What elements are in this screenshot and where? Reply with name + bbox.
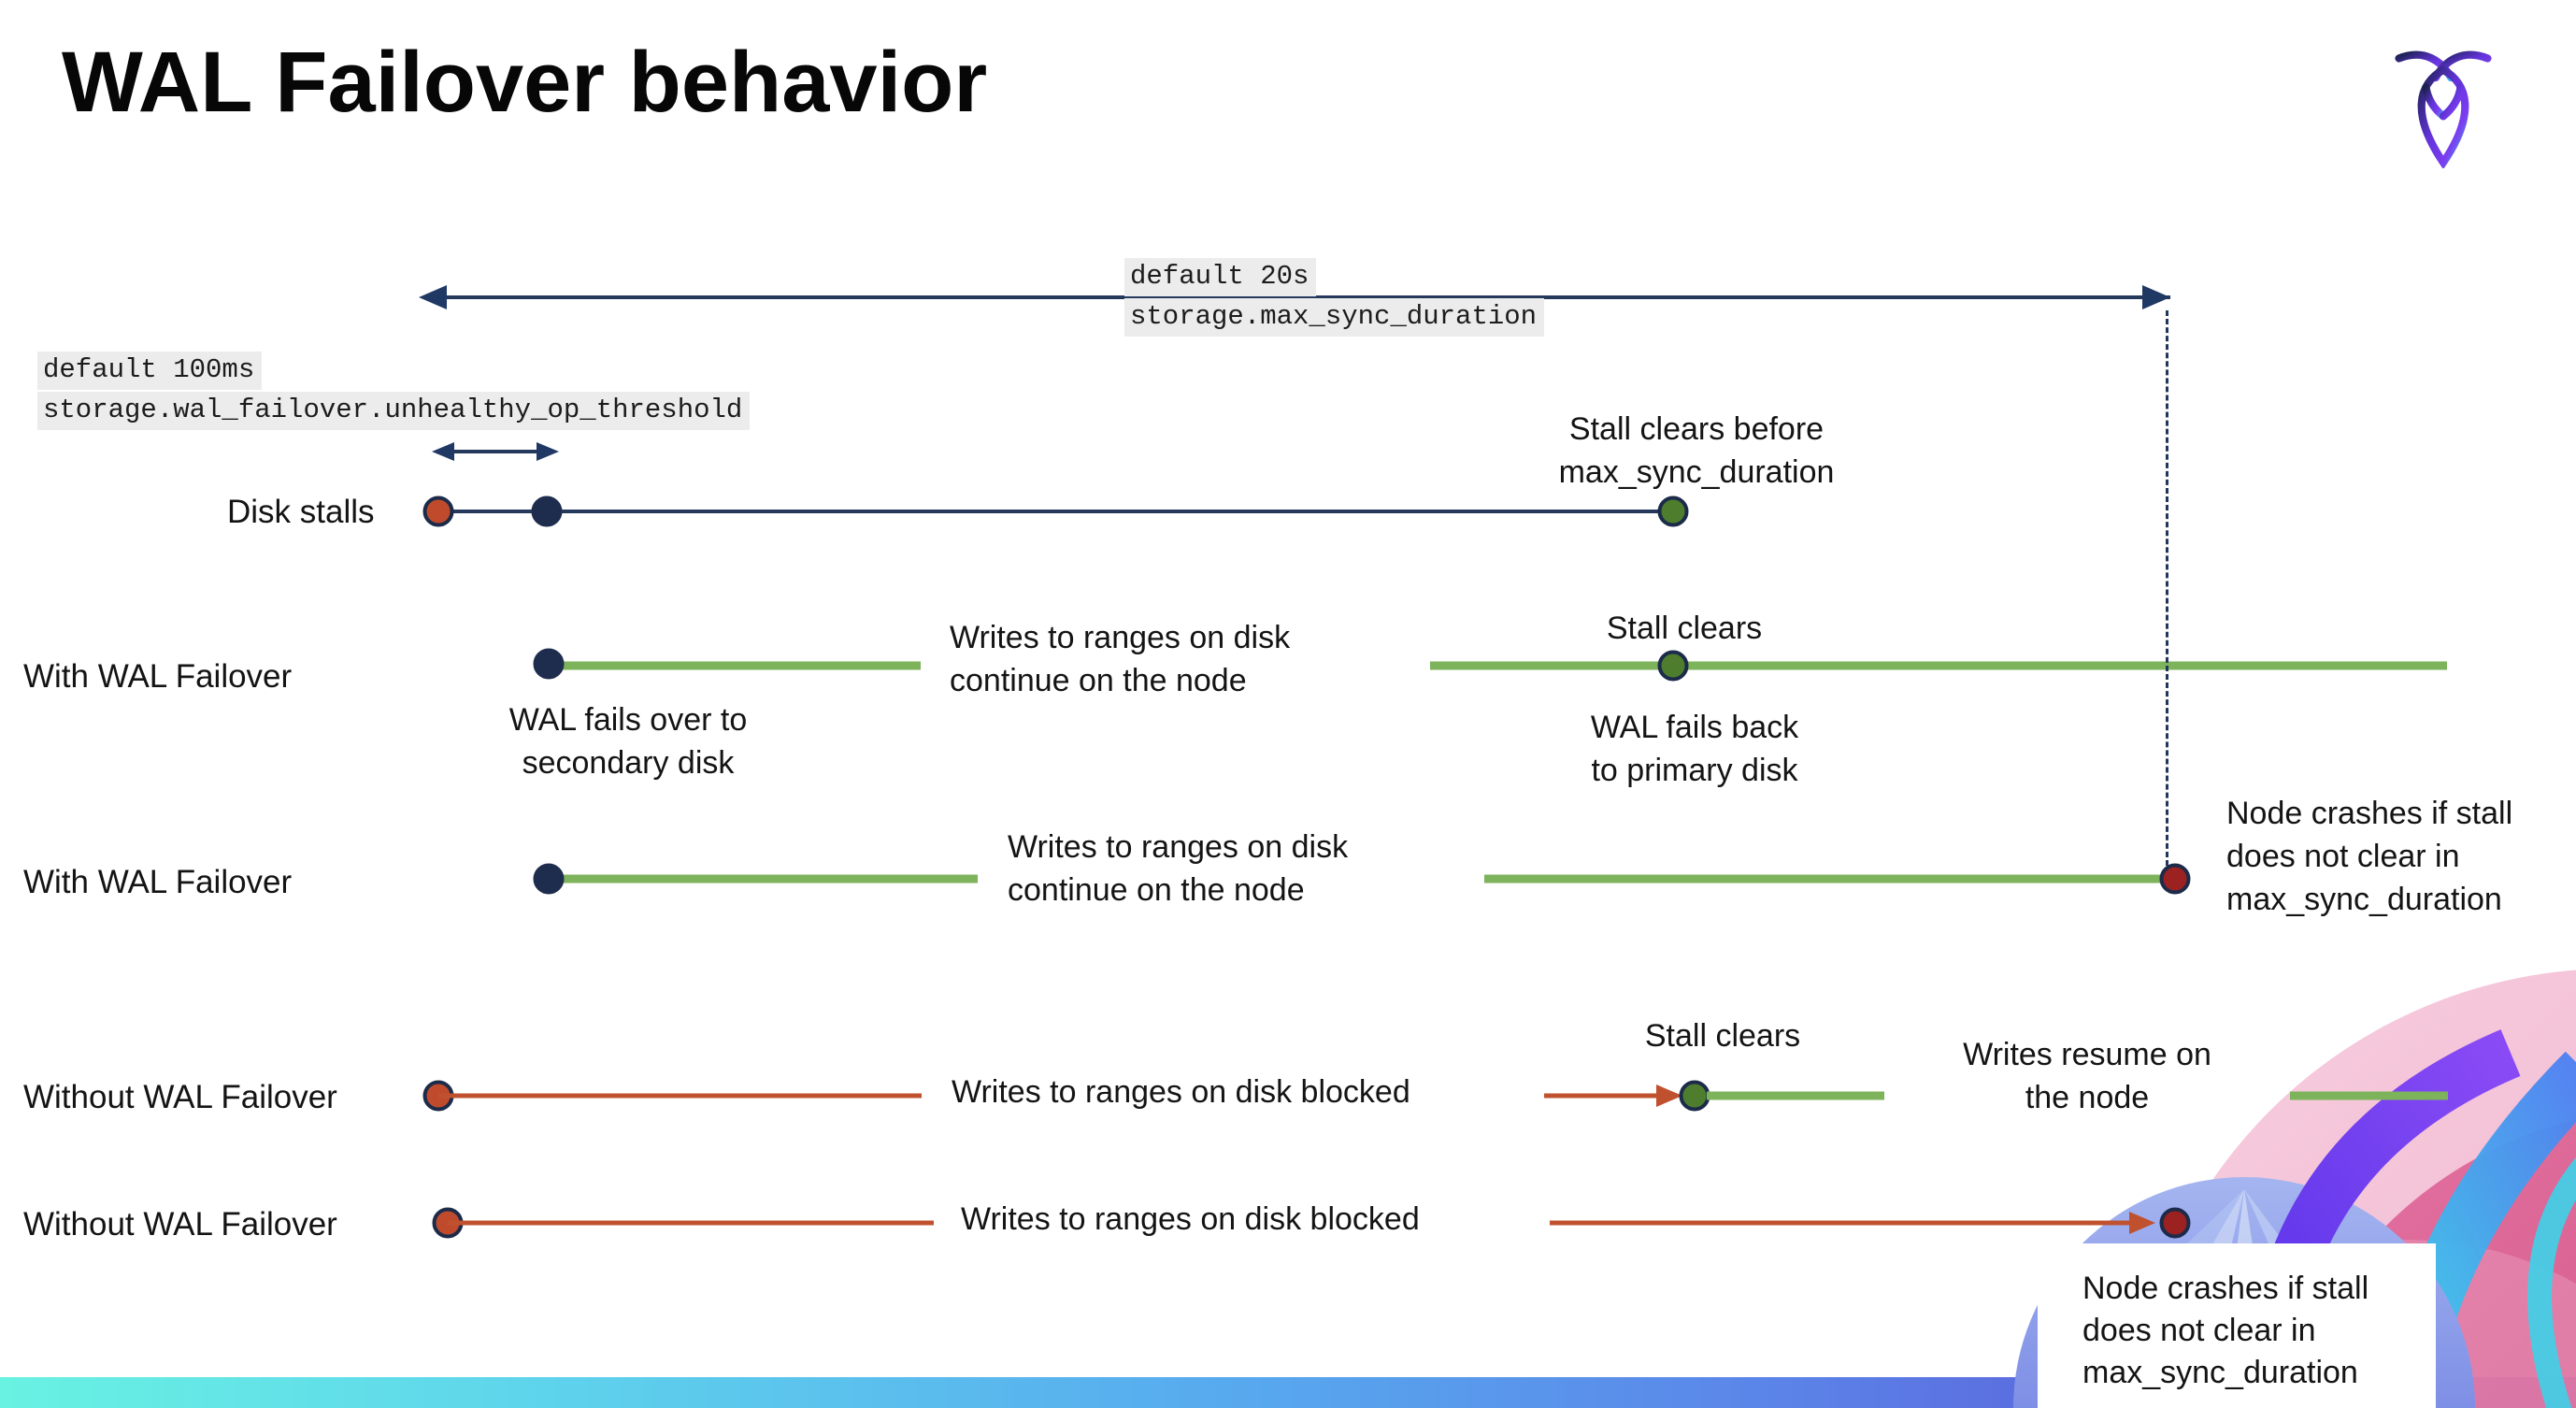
- writes-blocked-note-1: Writes to ranges on disk blocked: [952, 1074, 1410, 1110]
- failover-note: WAL fails over to secondary disk: [508, 702, 748, 781]
- resumed-writes-line-3b: [2290, 1091, 2448, 1100]
- failover-dot: [533, 648, 565, 680]
- storage-wal-failover-threshold-label: storage.wal_failover.unhealthy_op_thresh…: [37, 392, 751, 430]
- failback-dot: [1657, 650, 1689, 682]
- row-label-with-wal-failover-2: With WAL Failover: [23, 864, 293, 900]
- row-label-disk-stalls: Disk stalls: [227, 494, 375, 530]
- blocked-writes-line-3a: [438, 1093, 922, 1099]
- threshold-arrowhead-right-icon: [537, 442, 559, 461]
- healthy-writes-line-1a: [549, 661, 921, 670]
- failback-note: WAL fails back to primary disk: [1590, 710, 1799, 788]
- node-crash-dot-2: [2159, 1207, 2191, 1239]
- stall-clears-label-1: Stall clears: [1606, 611, 1763, 646]
- threshold-reached-dot: [531, 496, 563, 527]
- row-label-without-wal-failover-1: Without WAL Failover: [23, 1079, 337, 1115]
- threshold-arrowhead-left-icon: [432, 442, 454, 461]
- node-crash-note-box: Node crashes if stall does not clear in …: [2038, 1243, 2436, 1408]
- writes-continue-note-1: Writes to ranges on disk continue on the…: [950, 620, 1291, 698]
- arrowhead-right-icon: [2142, 285, 2170, 309]
- blocked-arrowhead-icon-2: [2129, 1212, 2155, 1234]
- default-20s-label: default 20s: [1124, 258, 1317, 296]
- blocked-writes-line-4a: [448, 1220, 934, 1226]
- disk-stalls-timeline: [438, 510, 1673, 513]
- node-crash-dot-1: [2159, 863, 2191, 895]
- stall-clears-dot: [1657, 496, 1689, 527]
- resumed-writes-line-3a: [1707, 1091, 1884, 1100]
- stall-clears-label-3: Stall clears: [1644, 1018, 1801, 1054]
- blocked-writes-line-3b: [1544, 1093, 1660, 1099]
- page-title: WAL Failover behavior: [62, 35, 988, 130]
- node-crash-note-1: Node crashes if stall does not clear in …: [2226, 796, 2513, 917]
- stall-clears-dot-3: [1679, 1080, 1710, 1112]
- healthy-writes-line-2b: [1484, 874, 2175, 884]
- writes-blocked-note-2: Writes to ranges on disk blocked: [961, 1201, 1420, 1237]
- max-sync-deadline-dashed-connector: [2166, 310, 2168, 866]
- writes-continue-note-2: Writes to ranges on disk continue on the…: [1008, 829, 1349, 908]
- stall-clears-before-note: Stall clears before max_sync_duration: [1558, 411, 1835, 490]
- cockroachdb-logo: [2395, 50, 2492, 168]
- max-sync-duration-span-line: [430, 295, 2170, 299]
- failover-dot-2: [533, 863, 565, 895]
- unhealthy-op-threshold-setting-label: default 100ms storage.wal_failover.unhea…: [37, 352, 751, 430]
- healthy-writes-line-1b: [1430, 661, 2447, 670]
- healthy-writes-line-2a: [549, 874, 978, 884]
- storage-max-sync-duration-label: storage.max_sync_duration: [1124, 298, 1545, 337]
- max-sync-duration-setting-label: default 20s storage.max_sync_duration: [1124, 258, 1545, 337]
- threshold-span-line: [443, 450, 548, 453]
- default-100ms-label: default 100ms: [37, 352, 263, 390]
- arrowhead-left-icon: [419, 285, 447, 309]
- row-label-with-wal-failover-1: With WAL Failover: [23, 658, 293, 695]
- blocked-writes-line-4b: [1550, 1220, 2133, 1226]
- blocked-arrowhead-icon-1: [1656, 1085, 1682, 1107]
- node-crash-note-2: Node crashes if stall does not clear in …: [2082, 1271, 2369, 1391]
- row-label-without-wal-failover-2: Without WAL Failover: [23, 1206, 337, 1243]
- stall-start-dot: [422, 496, 454, 527]
- writes-resume-note: Writes resume on the node: [1963, 1037, 2211, 1115]
